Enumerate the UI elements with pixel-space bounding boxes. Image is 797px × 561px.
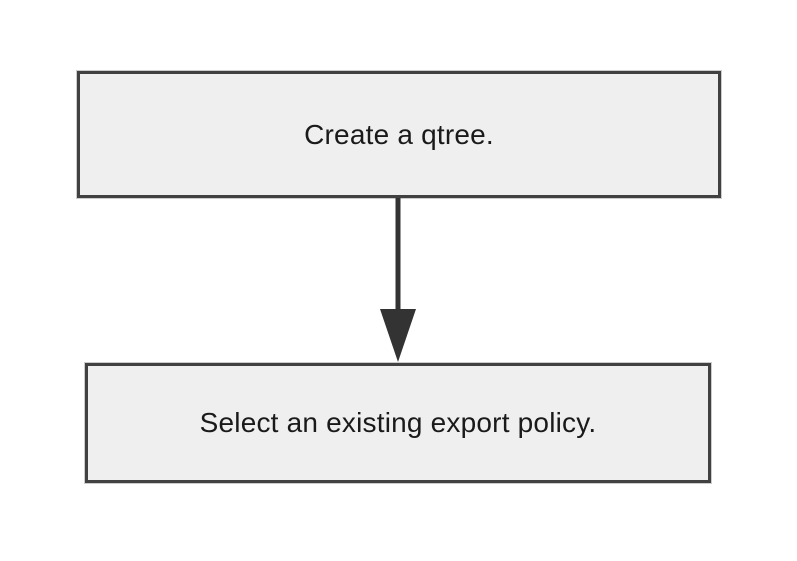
flowchart-node-select-export-policy: Select an existing export policy. (85, 363, 711, 483)
node-label-select-export-policy: Select an existing export policy. (199, 407, 597, 439)
down-arrow-icon (380, 198, 416, 362)
flowchart-node-create-qtree: Create a qtree. (77, 71, 721, 198)
node-label-create-qtree: Create a qtree. (304, 118, 494, 150)
